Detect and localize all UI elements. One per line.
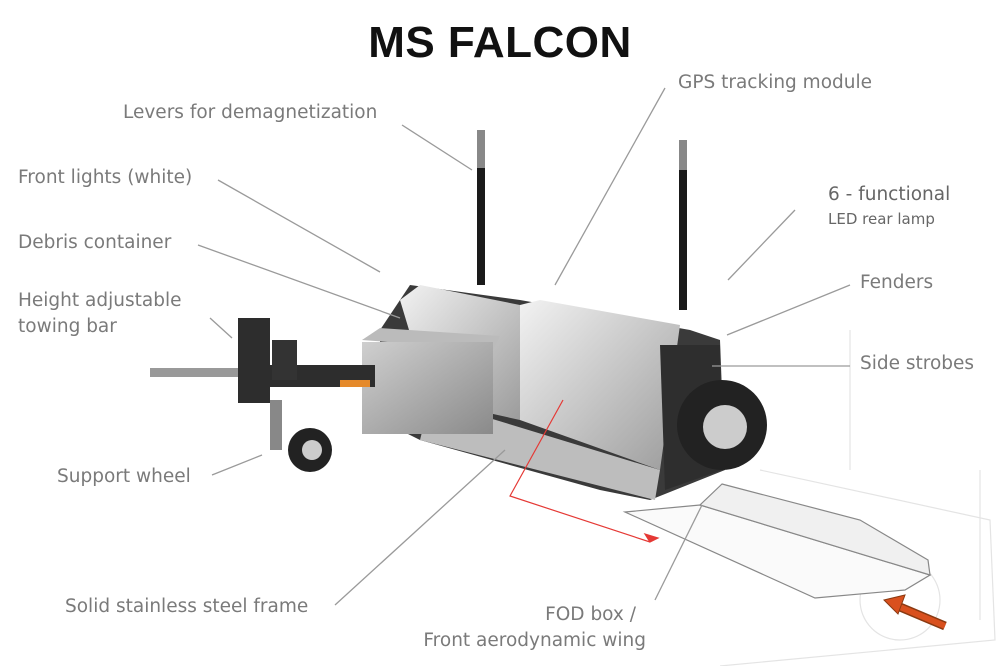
fod-wing	[622, 483, 932, 599]
direction-arrow	[883, 594, 947, 631]
label-fod-line1: FOD box /	[545, 604, 636, 625]
label-towing-line2: towing bar	[18, 316, 117, 337]
label-rear-lamp: 6 - functional LED rear lamp	[828, 182, 950, 230]
page-title: MS FALCON	[368, 18, 632, 67]
label-frame: Solid stainless steel frame	[65, 596, 309, 617]
label-towing-bar: Height adjustable towing bar	[18, 288, 181, 340]
label-side-strobes: Side strobes	[860, 353, 975, 374]
ghost-sketch	[719, 330, 996, 666]
label-rear-lamp-line1: 6 - functional	[828, 184, 951, 205]
label-gps: GPS tracking module	[678, 72, 873, 93]
label-front-lights: Front lights (white)	[18, 167, 193, 188]
support-wheel	[270, 400, 332, 472]
label-towing-line1: Height adjustable	[18, 290, 182, 311]
label-levers: Levers for demagnetization	[123, 102, 378, 123]
label-fod-line2: Front aerodynamic wing	[423, 630, 646, 651]
label-fenders: Fenders	[860, 272, 934, 293]
label-rear-lamp-line2: LED rear lamp	[828, 210, 935, 228]
fod-highlight-arrow	[509, 399, 660, 543]
debris-container	[362, 328, 500, 434]
lever-left	[477, 130, 485, 285]
leader-lines	[197, 87, 851, 606]
lever-right	[679, 140, 687, 310]
rear-wheel	[677, 380, 767, 470]
label-support-wheel: Support wheel	[57, 466, 191, 487]
label-fod-box: FOD box / Front aerodynamic wing	[406, 602, 646, 654]
towing-bar	[150, 318, 375, 403]
label-debris-container: Debris container	[18, 232, 172, 253]
